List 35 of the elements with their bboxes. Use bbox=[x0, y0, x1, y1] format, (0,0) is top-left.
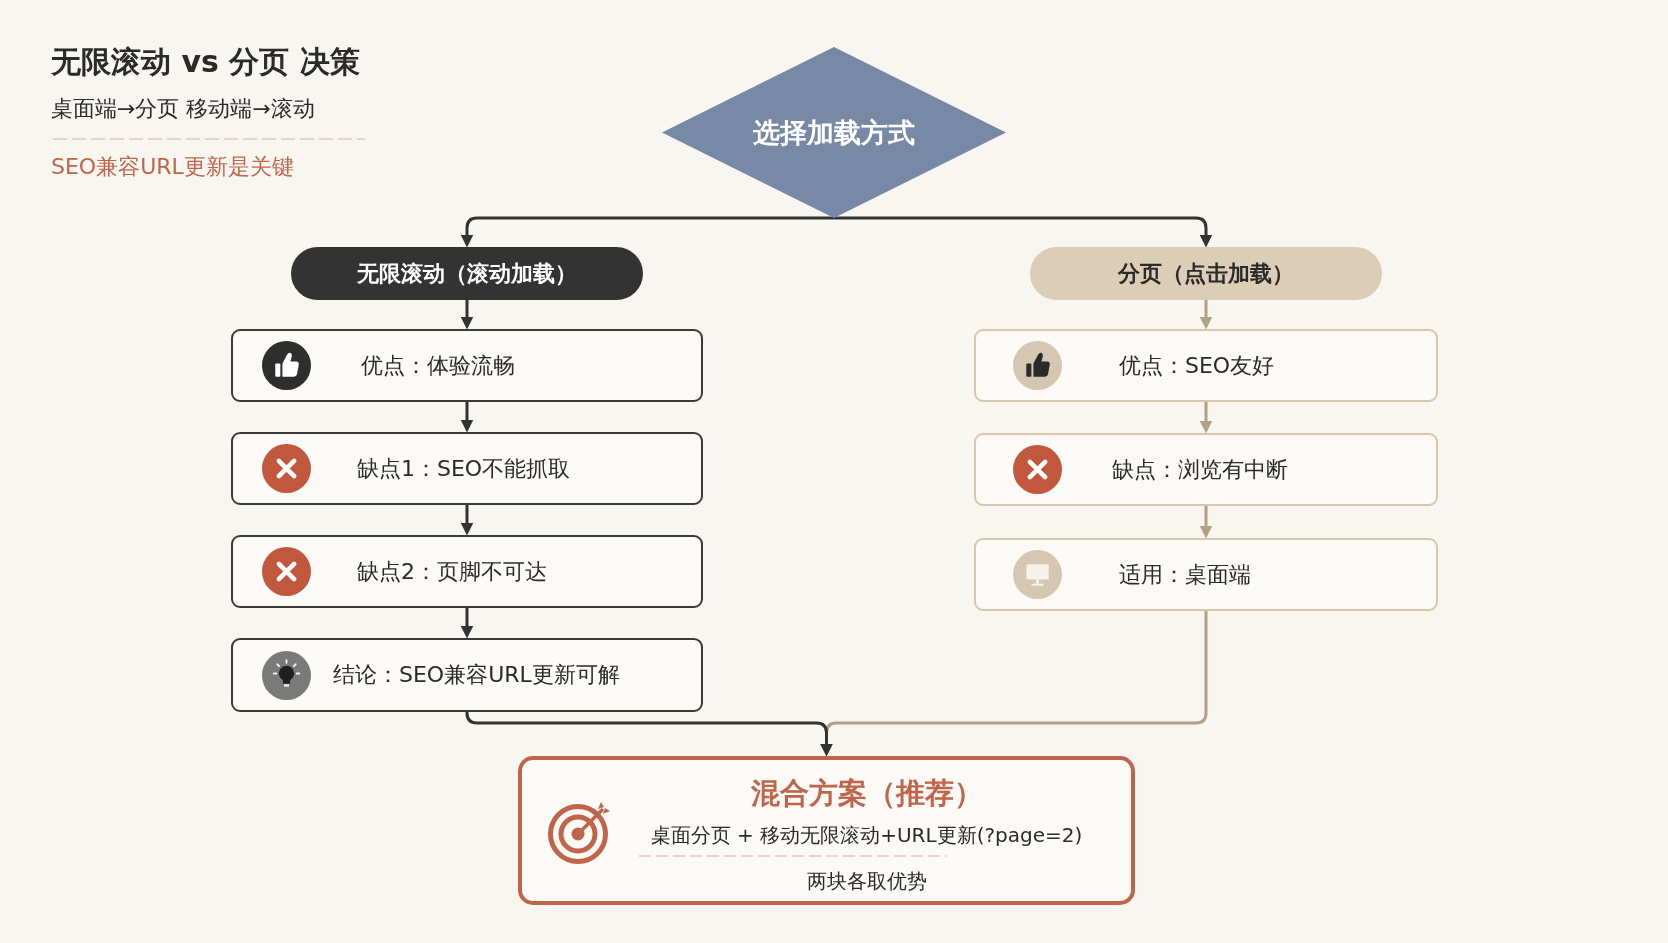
node-label: 桌面分页 + 移动无限滚动+URL更新(?page=2) bbox=[649, 822, 1084, 849]
arrow bbox=[834, 216, 1213, 248]
key-note: SEO兼容URL更新是关键 bbox=[51, 153, 294, 181]
branch-pill bbox=[1030, 247, 1382, 300]
step-box bbox=[231, 638, 703, 712]
step-box bbox=[231, 432, 703, 505]
step-box bbox=[974, 538, 1438, 611]
node-label: 缺点1：SEO不能抓取 bbox=[357, 454, 571, 483]
arrow bbox=[460, 402, 474, 433]
node-label: 选择加载方式 bbox=[753, 115, 915, 150]
node-label: 结论：SEO兼容URL更新可解 bbox=[333, 661, 620, 689]
diagram-title: 无限滚动 vs 分页 决策 bbox=[51, 43, 360, 81]
step-box bbox=[974, 433, 1438, 506]
arrow bbox=[460, 216, 834, 248]
branch-pill bbox=[291, 247, 643, 300]
arrow bbox=[460, 300, 474, 330]
step-box bbox=[231, 535, 703, 608]
recommendation-box bbox=[518, 756, 1135, 905]
node-label: 两块各取优势 bbox=[805, 868, 928, 895]
node-label: 优点：SEO友好 bbox=[1119, 351, 1275, 380]
step-box bbox=[231, 329, 703, 402]
arrow bbox=[1199, 506, 1213, 539]
arrow bbox=[460, 608, 474, 639]
arrow bbox=[1199, 402, 1213, 434]
arrow bbox=[460, 505, 474, 536]
subtitle-text: 桌面端→分页 移动端→滚动 bbox=[51, 95, 315, 123]
node-label: 缺点：浏览有中断 bbox=[1112, 455, 1288, 484]
step-box bbox=[974, 329, 1438, 402]
box-heading: 混合方案（推荐） bbox=[749, 775, 984, 812]
node-label: 无限滚动（滚动加载） bbox=[357, 259, 577, 288]
arrow bbox=[1199, 300, 1213, 330]
node-label: 分页（点击加载） bbox=[1118, 259, 1294, 288]
node-label: 优点：体验流畅 bbox=[361, 351, 515, 380]
node-label: 适用：桌面端 bbox=[1119, 560, 1251, 589]
node-label: 缺点2：页脚不可达 bbox=[357, 557, 547, 586]
